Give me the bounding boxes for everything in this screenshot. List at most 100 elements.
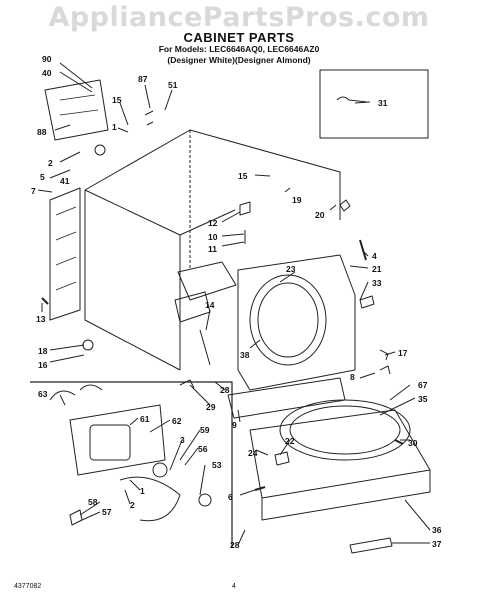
part-6-screw [254, 486, 266, 491]
drum-ring-inner [289, 405, 401, 455]
color-variants: (Designer White)(Designer Almond) [167, 55, 311, 65]
callout: 31 [378, 98, 388, 108]
callout: 2 [130, 500, 135, 510]
motor-body [89, 424, 131, 461]
callout: 6 [228, 492, 233, 502]
callout: 35 [418, 394, 428, 404]
callout: 2 [48, 158, 53, 168]
callout: 1 [140, 486, 145, 496]
callout: 56 [198, 444, 208, 454]
page-title: CABINET PARTS [183, 30, 295, 45]
part-20-clip [339, 199, 351, 212]
callout: 7 [31, 186, 36, 196]
callout: 21 [372, 264, 382, 274]
inset-box [319, 69, 429, 139]
callout: 22 [285, 436, 295, 446]
part-2-fastener [94, 144, 106, 156]
callout: 61 [140, 414, 150, 424]
cabinet-top-edge [84, 129, 341, 220]
callout: 13 [36, 314, 46, 324]
part-17-screws [379, 349, 389, 361]
callout: 53 [212, 460, 222, 470]
callout: 24 [248, 448, 258, 458]
callout: 19 [292, 195, 302, 205]
part-18-leveling-leg [82, 339, 94, 351]
door-opening-inner [257, 282, 319, 358]
callout: 10 [208, 232, 218, 242]
part-28-clip [179, 379, 195, 389]
part-31-clip [336, 96, 368, 103]
callout: 63 [38, 389, 48, 399]
cabinet-floor [177, 261, 237, 301]
control-bracket [44, 79, 109, 141]
page-number: 4 [232, 583, 236, 590]
callout: 23 [286, 264, 296, 274]
base-front-lip [261, 470, 431, 521]
callout: 16 [38, 360, 48, 370]
part-24-bracket [274, 451, 290, 466]
callout: 37 [432, 539, 442, 549]
rear-panel [49, 187, 81, 321]
motor-mount-box [69, 404, 166, 476]
callout: 28 [220, 385, 230, 395]
callout: 3 [180, 435, 185, 445]
callout: 5 [40, 172, 45, 182]
callout: 38 [240, 350, 250, 360]
drum-ring-outer [279, 399, 411, 461]
callout: 36 [432, 525, 442, 535]
callout: 1 [112, 122, 117, 132]
callout: 62 [172, 416, 182, 426]
harness-clips [49, 384, 103, 401]
model-numbers: For Models: LEC6646AQ0, LEC6646AZ0 [158, 44, 320, 54]
part-13-screw [41, 297, 49, 305]
callout: 30 [408, 438, 418, 448]
part-8-clip [379, 365, 391, 375]
callout: 51 [168, 80, 178, 90]
callout: 59 [200, 425, 210, 435]
part-12-bracket [239, 201, 251, 216]
callout: 87 [138, 74, 148, 84]
part-87-screws [144, 110, 154, 126]
callout: 90 [42, 54, 52, 64]
callout: 9 [232, 420, 237, 430]
part-14-rod [199, 329, 211, 366]
callout: 20 [315, 210, 325, 220]
section-divider [30, 381, 233, 548]
callout: 18 [38, 346, 48, 356]
drive-belt [119, 476, 181, 522]
rear-panel-vents [55, 206, 77, 291]
callout: 4 [372, 251, 377, 261]
base-foot-pad [349, 537, 393, 554]
callout: 15 [112, 95, 122, 105]
callout: 15 [238, 171, 248, 181]
bracket-ribs [59, 94, 99, 116]
cabinet-front-edge [84, 189, 181, 370]
callout: 8 [350, 372, 355, 382]
callout: 11 [208, 244, 217, 254]
callout: 67 [418, 380, 428, 390]
callout: 88 [37, 127, 47, 137]
part-4-spring [359, 239, 367, 261]
part-33-hinge [359, 295, 375, 309]
callout: 57 [102, 507, 112, 517]
callout: 29 [206, 402, 216, 412]
front-panel [237, 254, 356, 391]
part-58-clip [69, 509, 83, 526]
toe-panel [227, 377, 346, 419]
callout: 58 [88, 497, 98, 507]
part-30-fastener [394, 439, 404, 445]
callout: 33 [372, 278, 382, 288]
cabinet-left-side [84, 190, 181, 371]
callout: 40 [42, 68, 52, 78]
cabinet-top-inner [179, 209, 236, 236]
document-number: 4377082 [14, 583, 42, 590]
callout: 17 [398, 348, 408, 358]
watermark: AppliancePartsPros.com [48, 2, 430, 33]
callout: 28 [230, 540, 240, 550]
callout: 12 [208, 218, 218, 228]
pulley [152, 462, 168, 478]
door-opening-outer [249, 274, 327, 366]
callout: 41 [60, 176, 70, 186]
idler-pulley [198, 493, 212, 507]
